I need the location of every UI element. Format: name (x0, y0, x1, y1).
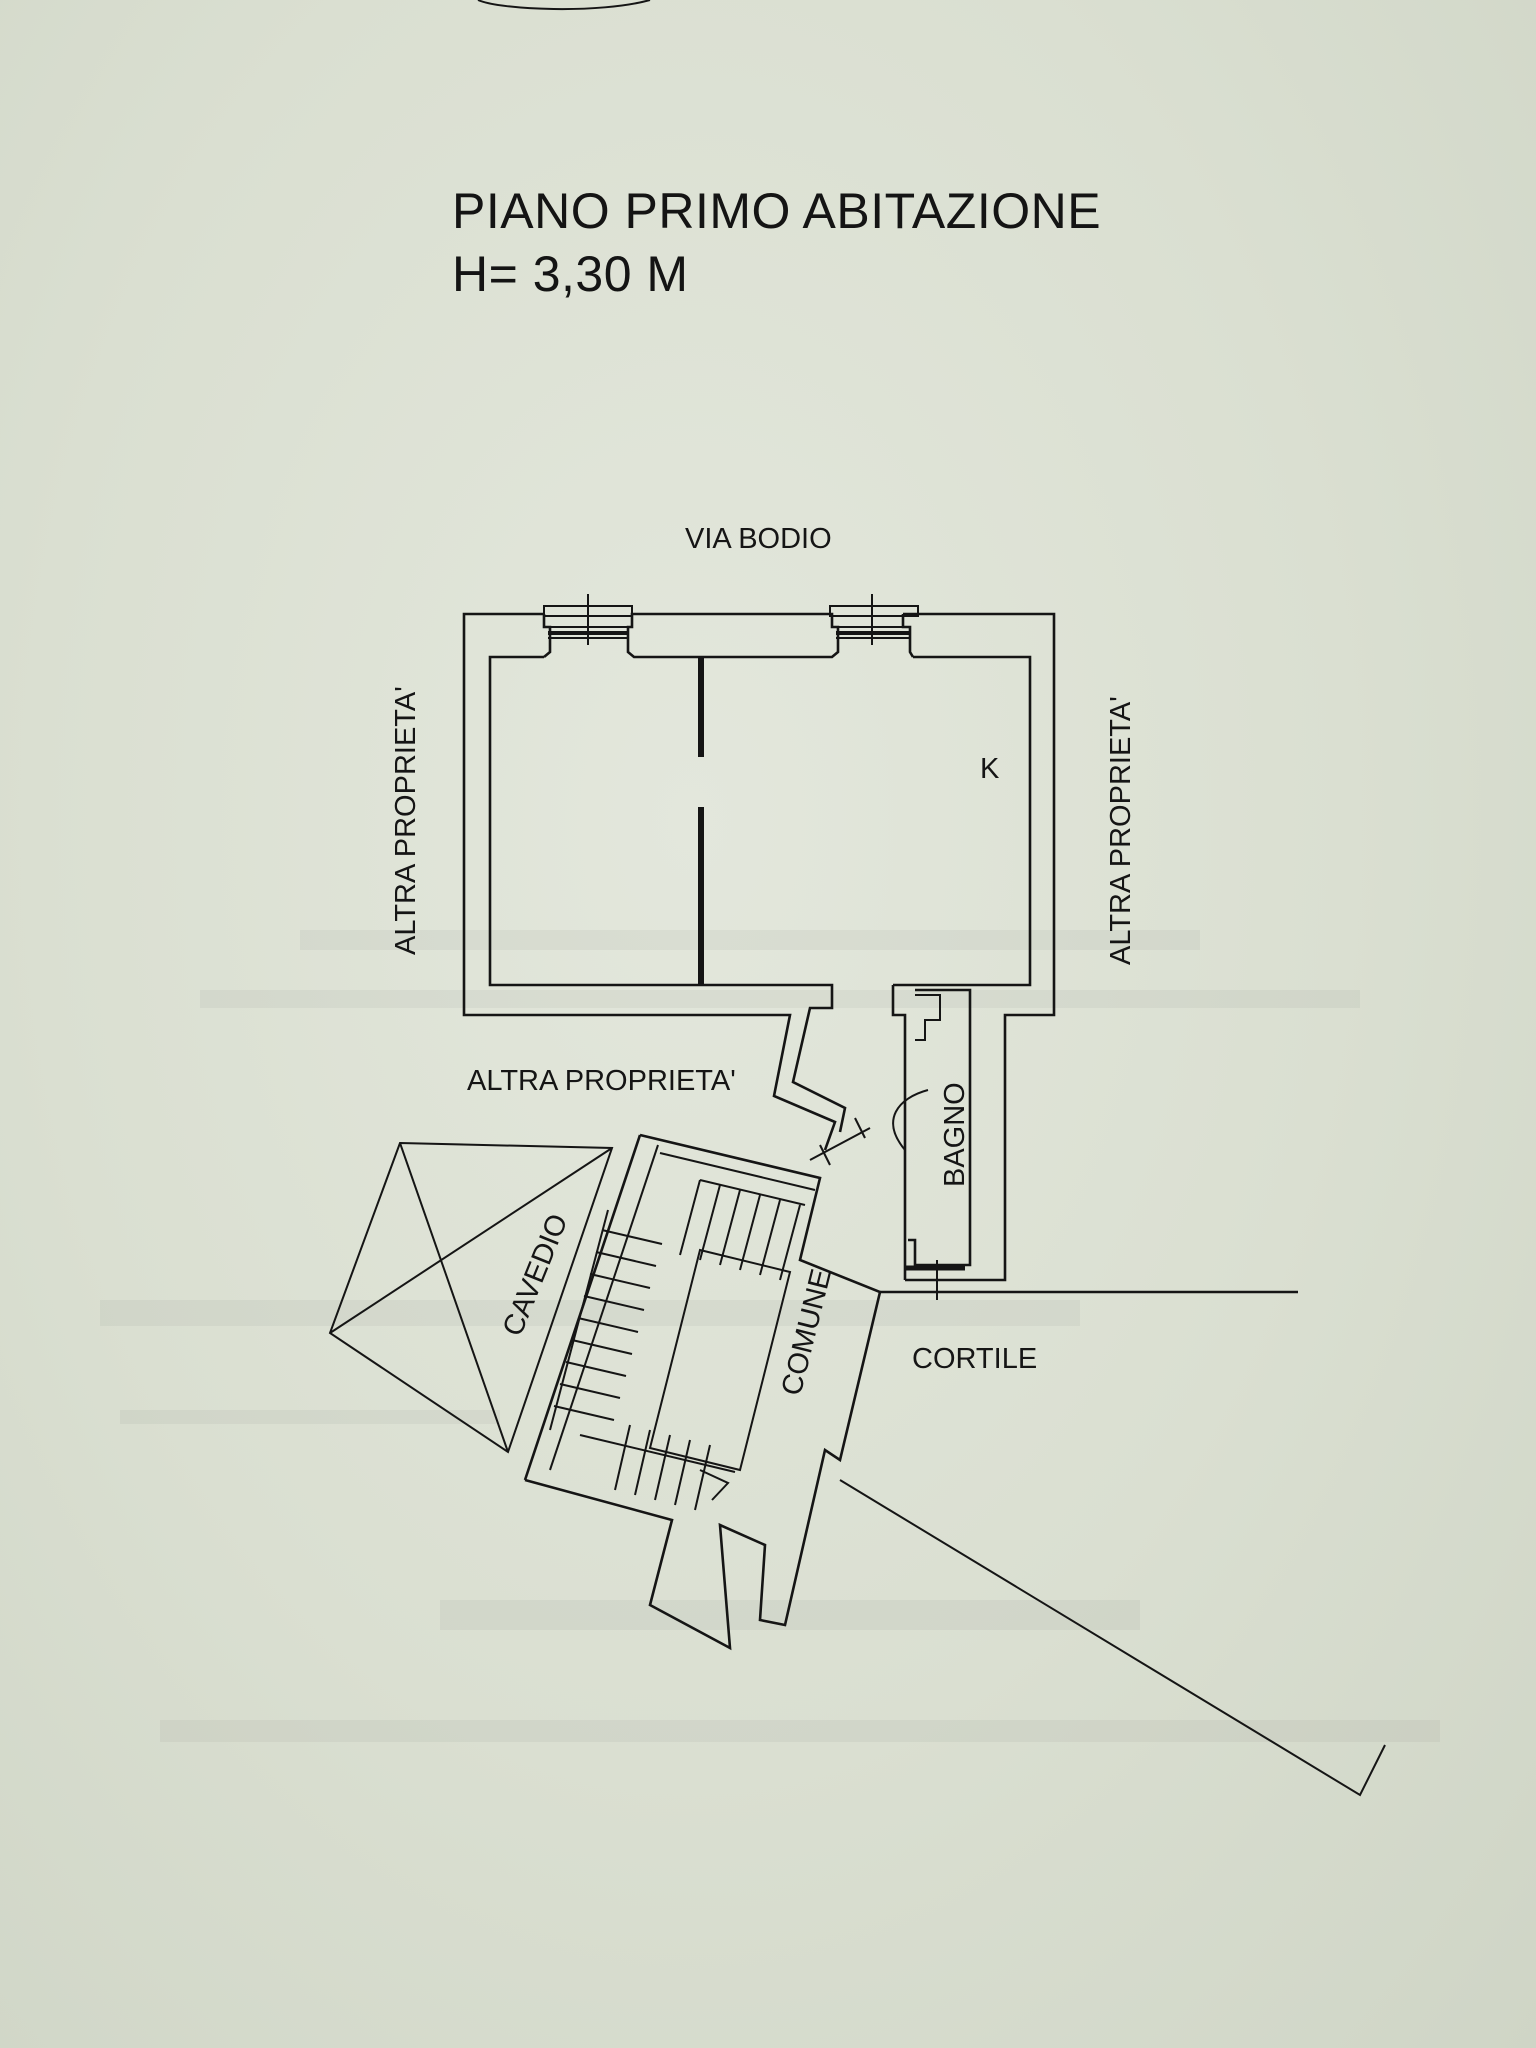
front-wall-right (901, 614, 915, 658)
stair-tread (759, 1199, 781, 1276)
stair-core (648, 1248, 792, 1472)
courtyard-label: CORTILE (912, 1343, 1037, 1375)
stair-tread (553, 1405, 615, 1421)
left-neighbor-label: ALTRA PROPRIETA' (390, 686, 422, 955)
bathroom-label: BAGNO (939, 1082, 971, 1187)
stair-tread (583, 1295, 645, 1311)
partition-upper (698, 657, 704, 757)
window-right-sill (829, 605, 919, 617)
stair-tread (614, 1424, 631, 1491)
stamp-fragment (477, 0, 651, 11)
stair-block-left-inner (549, 1144, 659, 1471)
stair-tread (577, 1317, 639, 1333)
stair-tread (634, 1429, 651, 1496)
stair-tread (694, 1444, 711, 1511)
stair-tread (579, 1434, 736, 1473)
entrance-door (809, 1117, 871, 1166)
stair-tread (779, 1204, 801, 1281)
front-wall-left (542, 614, 552, 658)
lightwell (328, 1141, 614, 1454)
window-right (829, 594, 919, 645)
internal-partition (698, 657, 704, 985)
stair-stringer (549, 1209, 609, 1431)
plan-height-line: H= 3,30 M (452, 245, 689, 302)
bathroom-door-swing (892, 1089, 929, 1151)
common-stair-block (523, 1133, 882, 1651)
right-neighbor-label: ALTRA PROPRIETA' (1105, 696, 1137, 965)
stair-tread (559, 1383, 621, 1399)
door-jamb-right (854, 1117, 866, 1139)
stair-tread (679, 1179, 701, 1256)
inner-wall (488, 655, 1032, 1133)
stair-tread (719, 1189, 741, 1266)
plan-title: PIANO PRIMO ABITAZIONE H= 3,30 M (452, 180, 1101, 305)
stair-block-outline (524, 1133, 882, 1651)
partition-lower (698, 807, 704, 985)
stair-tread (595, 1251, 657, 1267)
lightwell-diagonal-a (399, 1142, 509, 1453)
street-label: VIA BODIO (685, 523, 832, 555)
kitchen-label: K (980, 753, 1000, 785)
bathroom-wall-outer (891, 985, 907, 1280)
stair-tread (699, 1179, 806, 1206)
stair-arrow (699, 1469, 730, 1501)
stair-tread (601, 1229, 663, 1245)
stair-tread (589, 1273, 651, 1289)
show-through-marks (100, 930, 1440, 1742)
courtyard-diagonal-boundary (839, 1479, 1386, 1797)
bottom-neighbor-label: ALTRA PROPRIETA' (467, 1065, 736, 1097)
front-wall-middle (626, 612, 840, 659)
stair-tread (674, 1439, 691, 1506)
stair-left-flight (549, 1209, 663, 1431)
plan-title-line1: PIANO PRIMO ABITAZIONE (452, 183, 1102, 239)
stair-tread (654, 1434, 671, 1501)
common-area-label: COMUNE (776, 1266, 838, 1399)
stair-tread (739, 1194, 761, 1271)
bathroom-wall-inner (908, 988, 972, 1267)
stair-tread (699, 1184, 721, 1261)
apartment-walls (462, 612, 1056, 1282)
stair-tread (565, 1361, 627, 1377)
stair-tread (571, 1339, 633, 1355)
stair-block-top-inner (659, 1152, 816, 1191)
bathroom-fixture (915, 994, 941, 1041)
bathroom (891, 985, 972, 1300)
outer-wall (462, 612, 1056, 1282)
stair-lower-flight (579, 1424, 736, 1511)
door-jamb-left (819, 1144, 831, 1166)
stair-upper-flight (679, 1179, 806, 1281)
window-left (543, 594, 633, 645)
lightwell-diagonal-b (329, 1147, 613, 1334)
door-leaf (809, 1127, 871, 1161)
lightwell-outline (328, 1141, 614, 1454)
